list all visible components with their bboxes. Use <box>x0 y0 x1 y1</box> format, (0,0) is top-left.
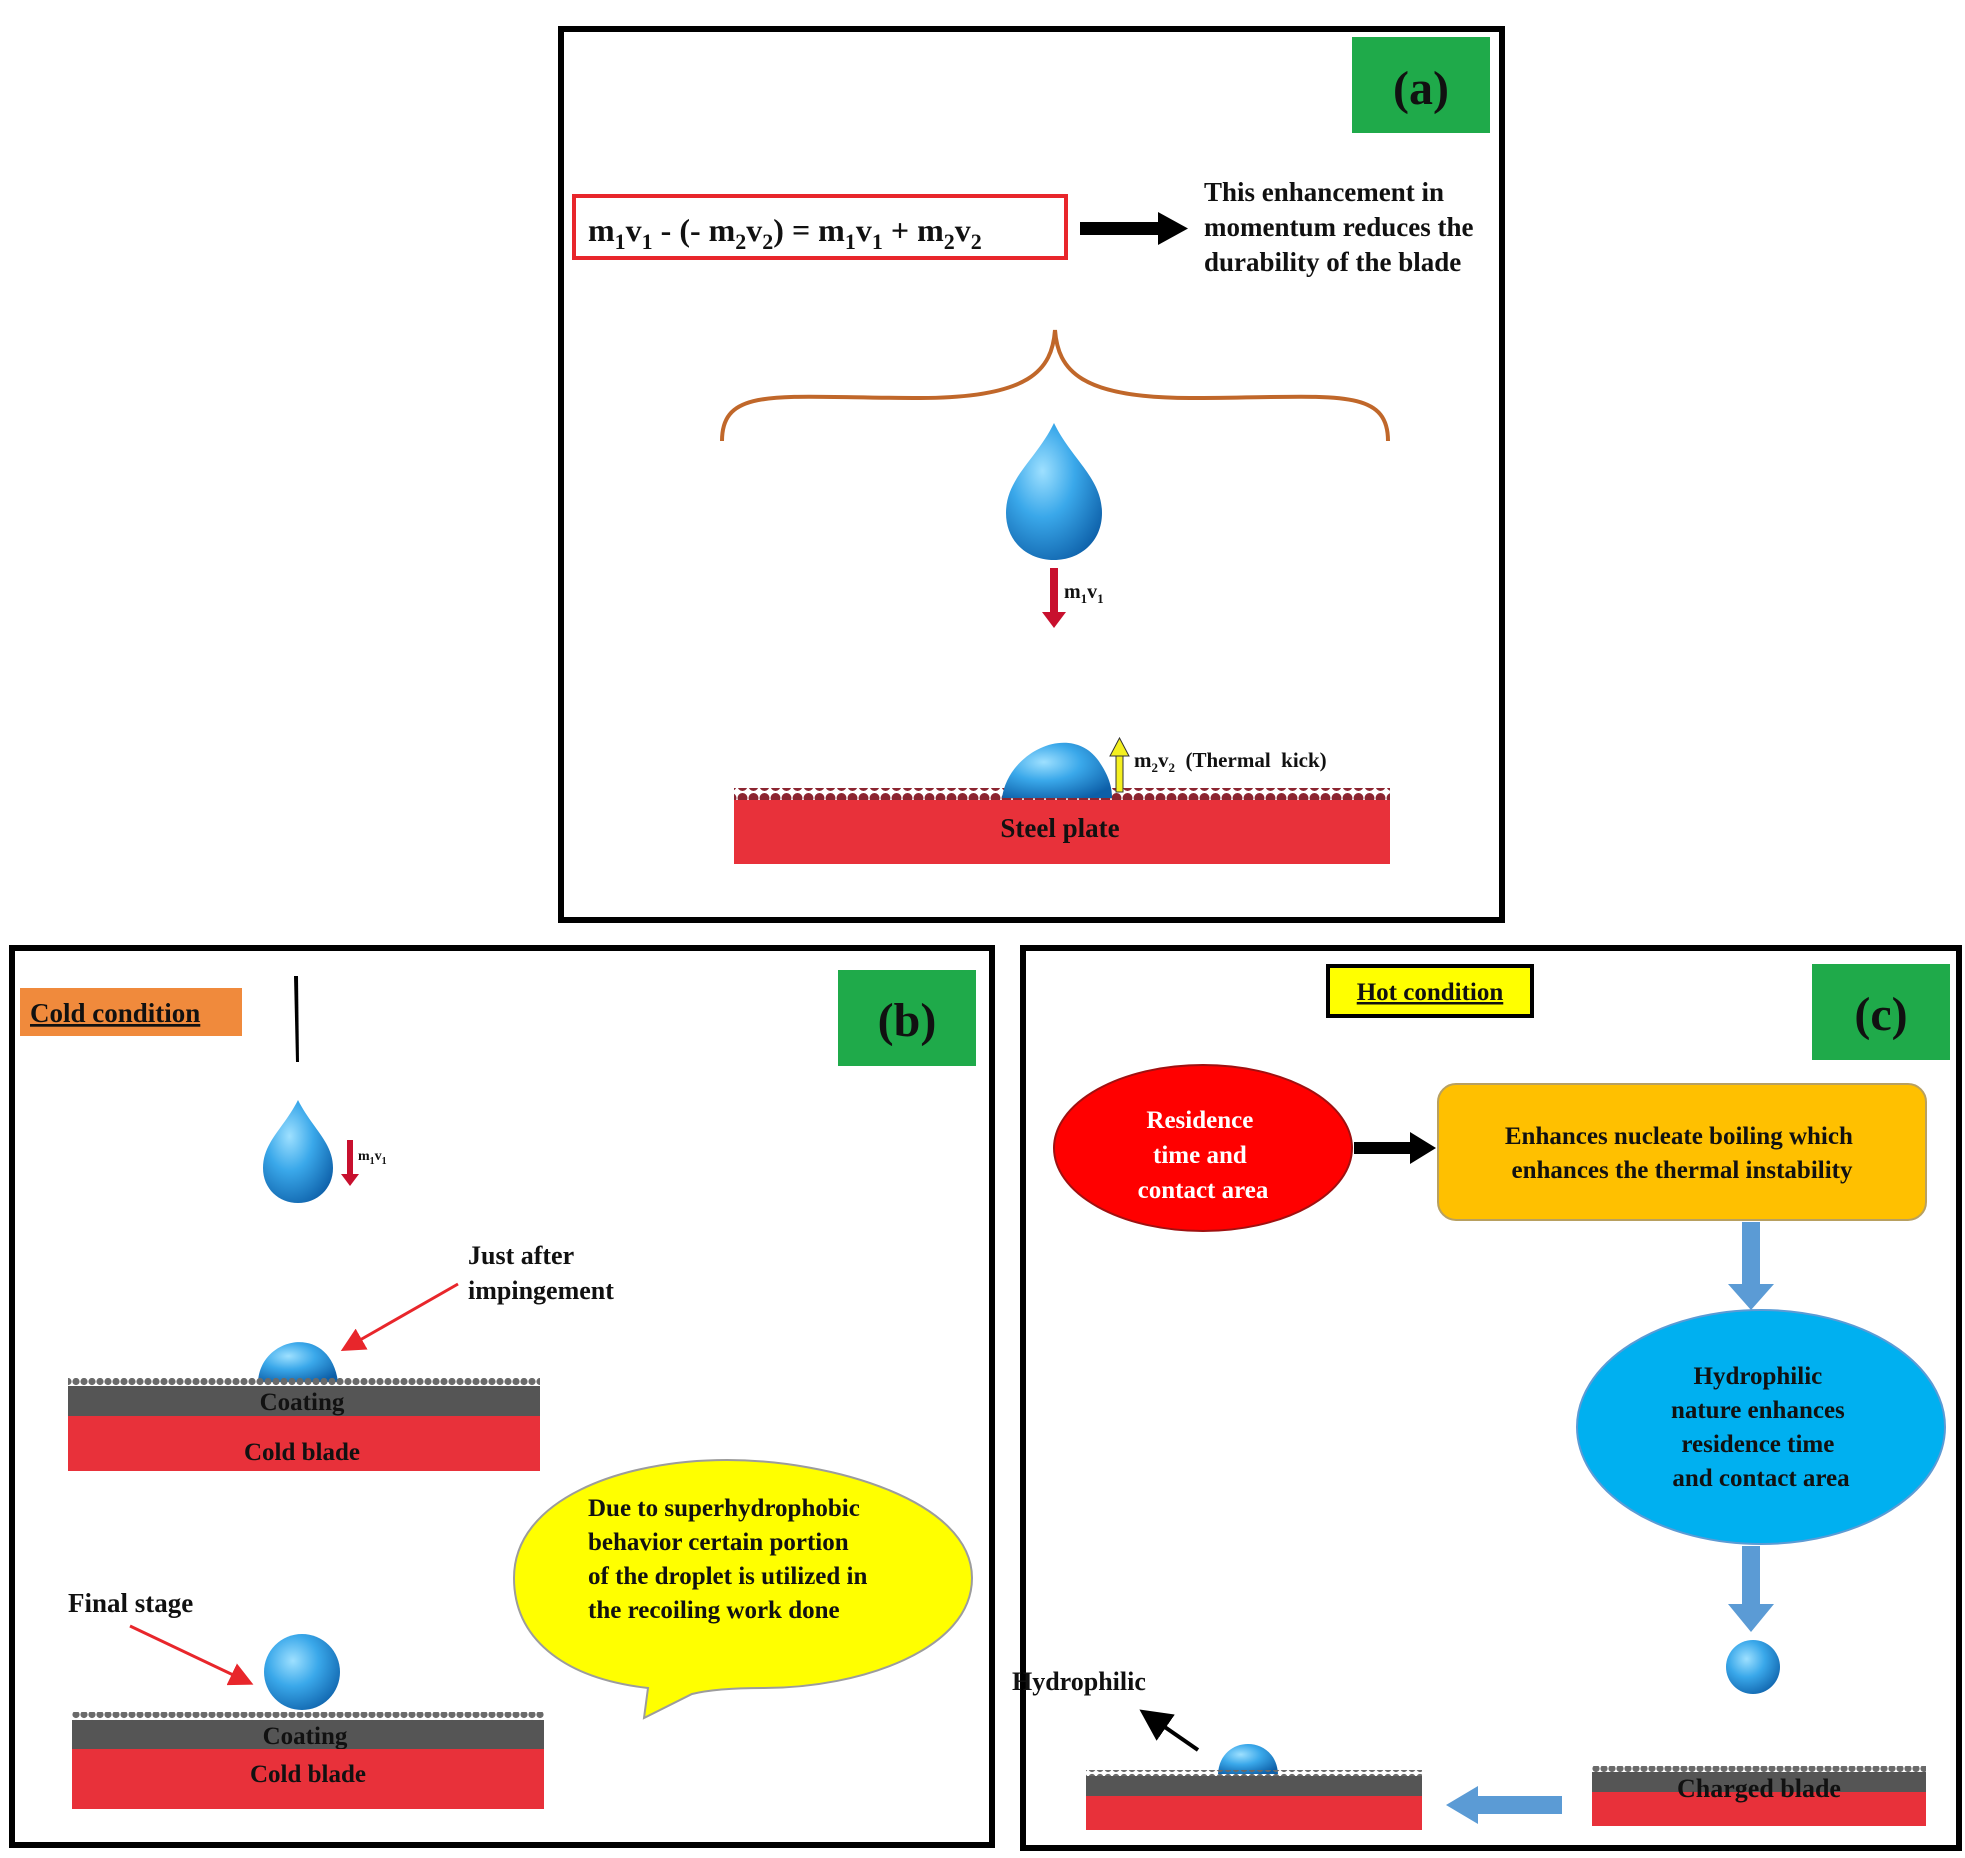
final-stage-annotation: Final stage <box>68 1588 193 1618</box>
hydrophilic-pointer-arrow <box>1139 1709 1200 1752</box>
equation-box <box>572 194 1068 260</box>
panel-a-label: (a) <box>1393 62 1449 115</box>
hydrophilic-blade-beads <box>1086 1770 1422 1777</box>
residence-text: Residence time and contact area <box>1138 1107 1269 1204</box>
equation-arrow <box>1080 212 1188 245</box>
hot-condition-label: Hot condition <box>1357 979 1504 1006</box>
charged-blade-beads <box>1592 1766 1926 1773</box>
upper-coating-label: Coating <box>260 1389 345 1416</box>
water-droplet-impact <box>1002 742 1112 798</box>
impingement-annotation: Just after impingement <box>468 1241 614 1305</box>
upper-coating-beads <box>68 1378 540 1387</box>
nozzle-line <box>294 976 299 1062</box>
thermal-kick-label: m2v2 (Thermal kick) <box>1134 748 1327 775</box>
panel-c-label: (c) <box>1854 988 1907 1041</box>
panel-b-label: (b) <box>878 994 937 1047</box>
hydrophilic-droplet <box>1218 1744 1278 1774</box>
upper-cold-blade <box>68 1416 540 1471</box>
lower-cold-blade-label: Cold blade <box>250 1761 366 1788</box>
panel-a: (a) m1v1 - (- m2v2) = m1v1 + m2v2 This e… <box>558 26 1505 923</box>
lower-cold-blade <box>72 1749 544 1809</box>
residence-ellipse <box>1053 1064 1353 1232</box>
explanation-text: Due to superhydrophobic behavior certain… <box>588 1495 874 1624</box>
lower-coating-layer <box>72 1720 544 1749</box>
charged-to-hydrophilic-arrow <box>1446 1786 1562 1824</box>
cold-droplet-recoiled <box>264 1634 340 1710</box>
final-stage-pointer-arrow <box>129 1624 254 1686</box>
panel-c: (c) Hot condition Residence time and con… <box>1012 945 1962 1851</box>
panel-c-label-box <box>1812 964 1950 1060</box>
hot-condition-tag <box>1326 964 1534 1018</box>
hydrophilic-blade <box>1086 1796 1422 1830</box>
thermal-kick-arrow <box>1109 736 1130 793</box>
steel-plate <box>734 800 1390 864</box>
cold-droplet-falling <box>263 1100 333 1203</box>
cold-momentum-arrow <box>341 1140 359 1186</box>
cold-condition-tag <box>20 988 242 1036</box>
panel-b-label-box <box>838 970 976 1066</box>
cold-droplet-impinged <box>258 1342 338 1382</box>
hot-droplet <box>1726 1640 1780 1694</box>
curly-brace <box>720 329 1390 442</box>
hydrophilic-ellipse <box>1576 1309 1946 1545</box>
enhancement-note: This enhancement in momentum reduces the… <box>1204 177 1480 277</box>
charged-blade-coating <box>1592 1772 1926 1792</box>
panel-b: (b) Cold condition m1v1 Just after impin… <box>9 945 995 1848</box>
hydrophilic-to-droplet-arrow <box>1728 1546 1774 1632</box>
steel-plate-label: Steel plate <box>1000 813 1119 843</box>
hydrophilic-text: Hydrophilic nature enhances residence ti… <box>1671 1363 1851 1492</box>
upper-coating-layer <box>68 1386 540 1416</box>
cold-momentum-label: m1v1 <box>358 1149 387 1167</box>
charged-blade-label: Charged blade <box>1677 1774 1841 1803</box>
lower-coating-beads <box>72 1712 544 1721</box>
nucleate-boiling-text: Enhances nucleate boiling which enhances… <box>1505 1123 1859 1184</box>
explanation-speech-bubble <box>512 1458 974 1720</box>
cold-condition-label: Cold condition <box>30 998 200 1028</box>
lower-coating-label: Coating <box>263 1723 348 1750</box>
charged-blade <box>1592 1792 1926 1826</box>
panel-a-label-box <box>1352 37 1490 133</box>
boiling-to-hydrophilic-arrow <box>1728 1222 1774 1310</box>
water-droplet-falling <box>1006 423 1102 560</box>
downward-momentum-label: m1v1 <box>1064 581 1104 606</box>
upper-cold-blade-label: Cold blade <box>244 1439 360 1466</box>
hydrophilic-blade-coating <box>1086 1776 1422 1796</box>
nucleate-boiling-box <box>1437 1083 1927 1221</box>
momentum-equation: m1v1 - (- m2v2) = m1v1 + m2v2 <box>588 212 982 254</box>
hydrophilic-label: Hydrophilic <box>1012 1667 1146 1696</box>
downward-momentum-arrow <box>1042 568 1066 628</box>
impingement-pointer-arrow <box>340 1282 459 1351</box>
residence-to-boiling-arrow <box>1354 1132 1436 1164</box>
